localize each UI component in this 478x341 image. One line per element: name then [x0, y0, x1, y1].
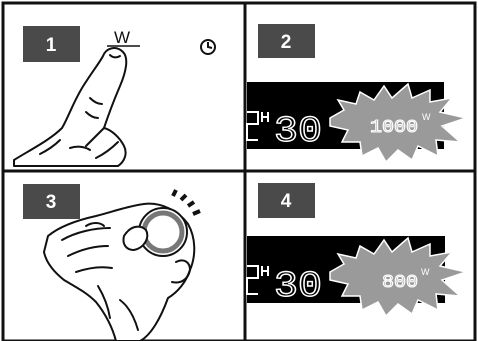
display-4-minutes: 30 — [274, 266, 322, 307]
hand-turning-knob-icon — [44, 204, 194, 341]
step-2-number: 2 — [281, 32, 292, 53]
step-3-number: 3 — [46, 192, 57, 213]
display-4-unit: W — [421, 267, 430, 277]
panel-2: 2 30 1000 W — [247, 24, 466, 162]
display-2-minutes: 30 — [274, 111, 322, 152]
hand-pressing-icon — [14, 48, 126, 166]
panel-3: 3 — [23, 184, 200, 341]
display-2-power: 1000 — [370, 118, 418, 138]
display-2-unit: W — [422, 112, 431, 122]
display-4-power: 800 — [382, 273, 418, 293]
clock-icon — [201, 40, 215, 54]
panel-4: 4 30 800 W — [247, 183, 466, 316]
rotation-arrow-icon — [173, 190, 200, 214]
power-button-label: W — [114, 28, 130, 47]
step-4-number: 4 — [281, 191, 292, 212]
panel-1: 1 W — [14, 26, 215, 166]
step-1-number: 1 — [46, 35, 57, 56]
